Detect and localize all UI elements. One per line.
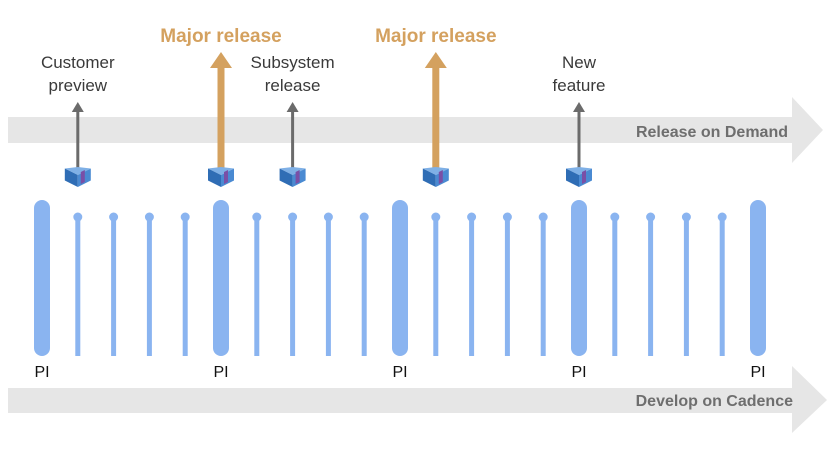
release-arrow-head-icon: [71, 102, 84, 112]
iteration-bar: [646, 212, 656, 356]
package-box-icon: [208, 167, 234, 187]
release-label: New: [562, 53, 597, 72]
develop-on-cadence-band: [8, 366, 827, 433]
iteration-bar: [323, 212, 333, 356]
release-arrow-head-icon: [424, 52, 447, 68]
iteration-bar: [717, 212, 727, 356]
release-arrow-head-icon: [573, 102, 585, 112]
release-label: feature: [553, 76, 606, 95]
pi-boundary-bar: [213, 200, 229, 356]
release-label: Major release: [160, 26, 281, 47]
pi-label: PI: [34, 364, 49, 381]
package-box-icon: [566, 167, 592, 187]
release-on-demand-label: Release on Demand: [636, 124, 788, 141]
release-on-demand-band: [8, 97, 823, 163]
release-arrow-shaft: [432, 67, 440, 168]
release-arrow-head-icon: [210, 52, 232, 68]
iteration-bar: [252, 212, 262, 356]
iteration-bar: [502, 212, 512, 356]
release-label: release: [265, 76, 321, 95]
pi-label: PI: [213, 364, 228, 381]
pi-boundary-bar: [392, 200, 408, 356]
iteration-bar: [144, 212, 154, 356]
pi-boundary-bar: [571, 200, 587, 356]
pi-label: PI: [750, 364, 765, 381]
release-arrow-shaft: [76, 111, 80, 168]
release-minor: Customer preview: [41, 53, 115, 187]
release-arrow-shaft: [291, 111, 295, 168]
iteration-bar: [610, 212, 620, 356]
iteration-bar: [109, 212, 119, 356]
package-box-icon: [279, 167, 306, 187]
release-minor: Subsystem release: [251, 53, 335, 187]
package-box-icon: [422, 167, 449, 187]
release-label: preview: [49, 76, 108, 95]
iteration-bar: [73, 212, 83, 356]
iteration-bar: [288, 212, 298, 356]
iteration-bar: [431, 212, 441, 356]
pi-boundary-bar: [750, 200, 766, 356]
release-label: Customer: [41, 53, 115, 72]
iteration-bar: [359, 212, 369, 356]
release-minor: New feature: [553, 53, 606, 187]
release-arrow-head-icon: [286, 102, 299, 112]
pi-label: PI: [571, 364, 586, 381]
pi-boundary-bar: [34, 200, 50, 356]
develop-on-cadence-label: Develop on Cadence: [636, 393, 793, 410]
iteration-bar: [538, 212, 548, 356]
iteration-bar: [467, 212, 477, 356]
pi-label: PI: [392, 364, 407, 381]
release-arrow-shaft: [577, 111, 581, 168]
release-label: Subsystem: [251, 53, 335, 72]
iteration-bar: [681, 212, 691, 356]
release-arrow-shaft: [217, 67, 225, 168]
release-major: Major release: [375, 26, 497, 187]
iteration-bar: [180, 212, 190, 356]
release-label: Major release: [375, 26, 496, 47]
package-box-icon: [64, 167, 91, 187]
release-major: Major release: [160, 26, 282, 187]
